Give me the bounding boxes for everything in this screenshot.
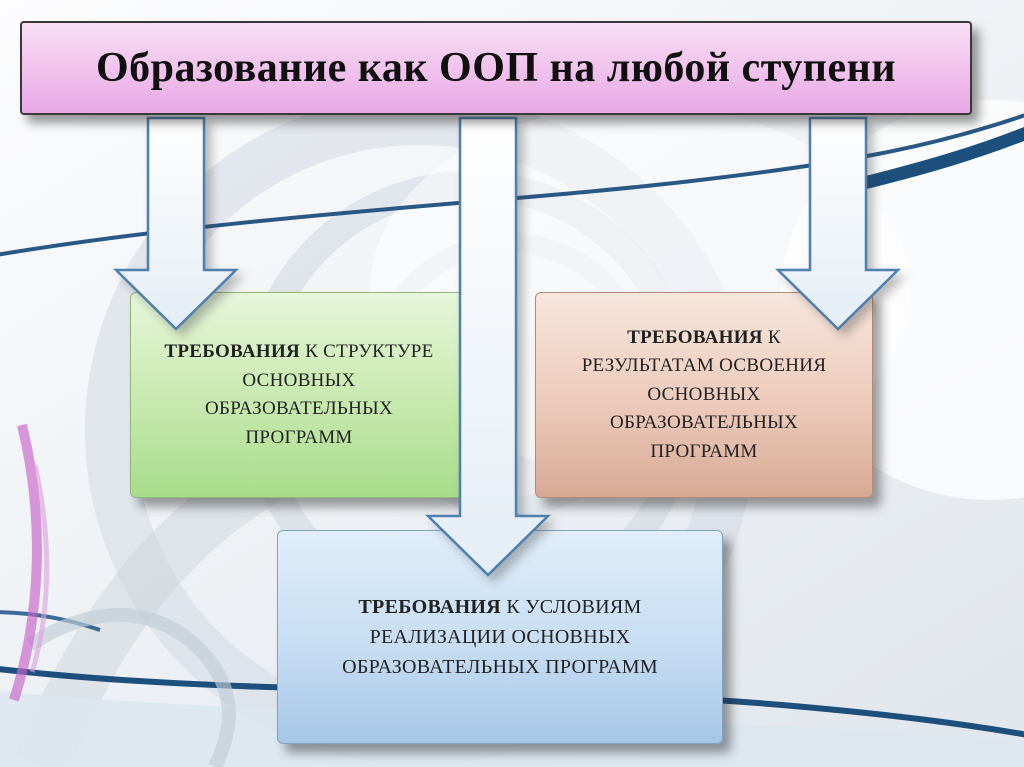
arrow-shape	[425, 116, 551, 577]
requirements-conditions-box: ТРЕБОВАНИЯ К УСЛОВИЯМ РЕАЛИЗАЦИИ ОСНОВНЫ…	[277, 530, 723, 744]
down-arrow-icon-middle	[425, 116, 551, 577]
slide-title-banner: Образование как ООП на любой ступени	[20, 21, 972, 115]
requirements-structure-box: ТРЕБОВАНИЯ К СТРУКТУРЕ ОСНОВНЫХ ОБРАЗОВА…	[130, 292, 468, 498]
requirements-results-box: ТРЕБОВАНИЯ К РЕЗУЛЬТАТАМ ОСВОЕНИЯ ОСНОВН…	[535, 292, 873, 498]
requirements-structure-text: ТРЕБОВАНИЯ К СТРУКТУРЕ ОСНОВНЫХ ОБРАЗОВА…	[159, 338, 439, 452]
box-lead-word: ТРЕБОВАНИЯ	[358, 596, 502, 618]
box-lead-word: ТРЕБОВАНИЯ	[164, 341, 301, 362]
down-arrow-icon-left	[113, 116, 239, 331]
arrow-shape	[113, 116, 239, 331]
box-rest-text: К СТРУКТУРЕ ОСНОВНЫХ ОБРАЗОВАТЕЛЬНЫХ ПРО…	[204, 341, 434, 448]
arrow-shape	[775, 116, 901, 331]
box-rest-text: К УСЛОВИЯМ РЕАЛИЗАЦИИ ОСНОВНЫХ ОБРАЗОВАТ…	[342, 596, 658, 678]
slide-title-text: Образование как ООП на любой ступени	[95, 45, 897, 91]
down-arrow-icon-right	[775, 116, 901, 331]
requirements-conditions-text: ТРЕБОВАНИЯ К УСЛОВИЯМ РЕАЛИЗАЦИИ ОСНОВНЫ…	[316, 592, 684, 682]
box-lead-word: ТРЕБОВАНИЯ	[627, 326, 763, 348]
requirements-results-text: ТРЕБОВАНИЯ К РЕЗУЛЬТАТАМ ОСВОЕНИЯ ОСНОВН…	[564, 324, 844, 467]
box-rest-text: К РЕЗУЛЬТАТАМ ОСВОЕНИЯ ОСНОВНЫХ ОБРАЗОВА…	[581, 326, 827, 462]
